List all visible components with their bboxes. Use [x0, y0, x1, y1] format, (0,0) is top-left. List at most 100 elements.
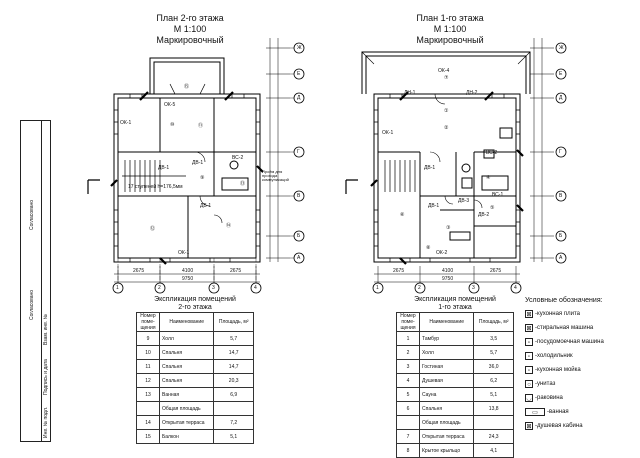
room-number: ⑥: [400, 212, 405, 218]
dimension-total: 9750: [442, 276, 454, 282]
table-cell: 9: [136, 331, 160, 346]
table-cell: Общая площадь: [418, 415, 475, 430]
table-cell: Балкон: [158, 429, 215, 444]
table-cell: 4,1: [473, 443, 514, 458]
table-cell: 3,5: [473, 331, 514, 346]
expl2-title: Экспликация помещений: [154, 296, 236, 303]
dimension: 2675: [230, 268, 242, 274]
toilet-icon: ○: [525, 380, 533, 388]
stove-icon: ⊠: [525, 310, 533, 318]
plan1-terrace: [361, 51, 531, 94]
plan2-title-block: План 2-го этажа М 1:100 Маркировочный: [130, 13, 250, 46]
room-number: ⑫: [150, 226, 156, 232]
washbasin-icon: ◡: [525, 394, 533, 402]
plan2-outer-walls: [117, 97, 257, 259]
axis-label: 3: [472, 285, 475, 291]
title-block-frame-inner: [40, 120, 51, 442]
legend-item: ⊠-душевая кабина: [525, 422, 583, 430]
washer-icon: ⊠: [525, 324, 533, 332]
table-row: Общая площадь: [136, 401, 254, 416]
table-cell: Спальня: [418, 401, 475, 416]
table-cell: 20,3: [213, 373, 254, 388]
table-cell: Холл: [158, 331, 215, 346]
plan2-outer-walls-outline: [113, 93, 261, 263]
axis-label: 4: [514, 285, 517, 291]
table-cell: 13,8: [473, 401, 514, 416]
room-number: ⑮: [184, 84, 190, 90]
sink-icon: ▫: [525, 366, 533, 374]
table-cell: 12: [136, 373, 160, 388]
table-cell: 14,7: [213, 359, 254, 374]
frame-label: Взам. инв. №: [43, 314, 49, 345]
legend-label: -стиральная машина: [535, 325, 594, 331]
axis-label: Е: [297, 71, 301, 77]
room-number: ①: [444, 108, 449, 114]
table-cell: Крытое крыльцо: [418, 443, 475, 458]
table-cell: [213, 401, 254, 416]
table-cell: 7,2: [213, 415, 254, 430]
shower-icon: ⊠: [525, 422, 533, 430]
dishwasher-icon: ▫: [525, 338, 533, 346]
legend-label: -кухонная плита: [535, 311, 580, 317]
plan2-bathtub: [221, 177, 249, 191]
axis-label: 1: [116, 285, 119, 291]
legend-label: -душевая кабина: [535, 423, 583, 429]
dimension: 4100: [182, 268, 194, 274]
plan1-toilet: [461, 163, 471, 173]
legend-item: ⊠-кухонная плита: [525, 310, 580, 318]
legend-label: -холодильник: [535, 353, 573, 359]
bathtub-icon: ▭: [525, 408, 545, 416]
table-cell: Сауна: [418, 387, 475, 402]
table-cell: 3: [396, 359, 420, 374]
frame-label: Подпись и дата: [43, 359, 49, 395]
axis-label: 2: [418, 285, 421, 291]
stair-label: 17 ступеней h=176,5мм: [128, 184, 183, 190]
door-label: ДВ-1: [200, 203, 212, 209]
table-cell: 15: [136, 429, 160, 444]
table-header-cell: Номер поме- щения: [396, 312, 420, 332]
axis-label: Г: [559, 149, 562, 155]
dimension: 2675: [393, 268, 405, 274]
plan1-outer-walls: [377, 97, 517, 259]
table-header-cell: Площадь, м²: [473, 312, 514, 332]
door-label: ДВ-3: [458, 198, 470, 204]
door-label: ДВ-1: [428, 203, 440, 209]
table-cell: 24,3: [473, 429, 514, 444]
table-header-cell: Наименование: [418, 312, 475, 332]
table-cell: Общая площадь: [158, 401, 215, 416]
door-label: ДВ-1: [158, 165, 170, 171]
plan1-title-block: План 1-го этажа М 1:100 Маркировочный: [390, 13, 510, 46]
table-cell: 11: [136, 359, 160, 374]
plan2-title: План 2-го этажа: [156, 13, 224, 23]
legend-item: ◡-раковина: [525, 394, 563, 402]
plan2-drawing: [87, 38, 300, 290]
expl1-title-block: Экспликация помещений 1-го этажа: [390, 296, 520, 312]
title-block-frame: [20, 120, 42, 442]
table-cell: Спальня: [158, 373, 215, 388]
table-cell: 5,7: [213, 331, 254, 346]
table-cell: 14: [136, 415, 160, 430]
plan1-bathtub: [449, 231, 471, 241]
dimension: 4100: [442, 268, 454, 274]
table-cell: 6: [396, 401, 420, 416]
plan1-shower: [461, 177, 473, 189]
door-label: ДН-2: [466, 90, 478, 96]
legend-item: ⊠-стиральная машина: [525, 324, 593, 332]
window-label: ОК-1: [178, 250, 190, 256]
axis-label: Г: [297, 149, 300, 155]
table-cell: 4: [396, 373, 420, 388]
plan2-scale: М 1:100: [173, 24, 207, 34]
table-cell: [473, 415, 514, 430]
table-cell: 36,0: [473, 359, 514, 374]
axis-label: Д: [559, 95, 563, 101]
fan-label: ВС-1: [492, 192, 504, 198]
door-label: ДН-1: [404, 90, 416, 96]
table-cell: Гостиная: [418, 359, 475, 374]
